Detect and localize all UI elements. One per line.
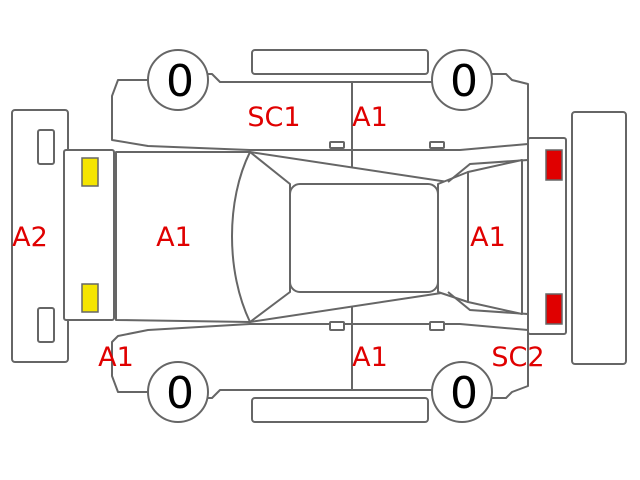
car-top-view: [115, 151, 529, 323]
code-hood: A1: [156, 222, 192, 253]
front-lamp-right-fill: [81, 157, 99, 187]
rear-lamp-left-fill: [545, 293, 563, 325]
front-lamp-left-fill: [81, 283, 99, 313]
tire-rear-left: 0: [431, 361, 493, 423]
front-lamp-right: [63, 149, 115, 321]
tire-rear-right-value: 0: [450, 56, 478, 107]
code-front-right-door: SC1: [247, 102, 300, 133]
tire-rear-right: 0: [431, 49, 493, 111]
tire-rear-left-value: 0: [450, 368, 478, 419]
code-trunk: A1: [470, 222, 506, 253]
tire-front-left-value: 0: [166, 368, 194, 419]
tire-front-right-value: 0: [166, 56, 194, 107]
tire-front-right: 0: [147, 49, 209, 111]
rear-bumper: [571, 111, 627, 365]
code-front-left-door: A1: [352, 342, 388, 373]
code-front-bumper: A2: [12, 222, 48, 253]
code-rear-left-quarter: SC2: [491, 342, 544, 373]
right-side-sill: [251, 49, 429, 75]
code-front-left-fender: A1: [98, 342, 134, 373]
code-rear-right-door: A1: [352, 102, 388, 133]
rear-lamp-right-fill: [545, 149, 563, 181]
tire-front-left: 0: [147, 361, 209, 423]
front-lamps: [63, 149, 115, 321]
rear-lamps: [527, 137, 567, 335]
left-side-sill: [251, 397, 429, 423]
